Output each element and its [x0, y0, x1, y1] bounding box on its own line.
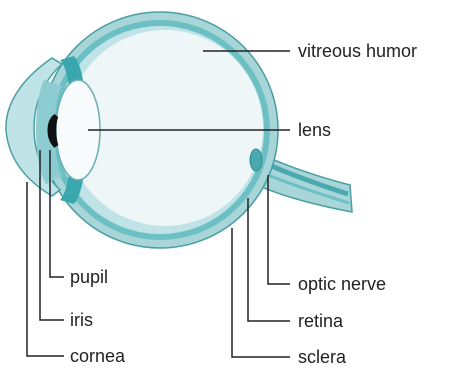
optic-disc-shape	[250, 149, 262, 171]
label-optic-nerve: optic nerve	[298, 274, 386, 294]
leader-retina	[248, 198, 290, 321]
leader-sclera	[232, 228, 290, 357]
label-iris: iris	[70, 310, 93, 330]
label-sclera: sclera	[298, 347, 347, 367]
label-retina: retina	[298, 311, 344, 331]
label-vitreous-humor: vitreous humor	[298, 41, 417, 61]
leader-cornea	[27, 182, 64, 356]
label-pupil: pupil	[70, 267, 108, 287]
label-cornea: cornea	[70, 346, 126, 366]
label-lens: lens	[298, 120, 331, 140]
pupil-shape	[50, 116, 56, 146]
